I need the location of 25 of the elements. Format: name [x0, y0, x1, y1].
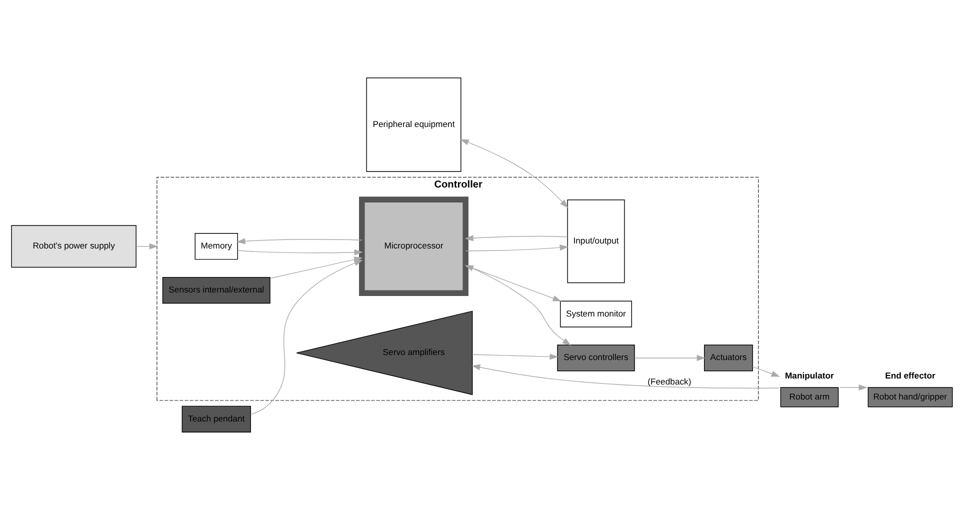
arrow — [472, 364, 780, 388]
node-box: System monitor — [560, 300, 632, 327]
arrow — [236, 238, 362, 244]
arrow — [472, 353, 558, 360]
node-box: Robot's power supply — [11, 224, 136, 268]
arrow — [634, 354, 706, 360]
node-box: Actuators — [704, 344, 753, 371]
arrow — [840, 384, 868, 390]
arrow — [465, 244, 568, 251]
node-box: Teach pendant — [182, 405, 251, 432]
node-box: Peripheral equipment — [366, 77, 462, 172]
node-box: Servo controllers — [557, 344, 635, 371]
arrow — [136, 242, 158, 249]
node-label: Manipulator — [784, 370, 834, 380]
node-label: End effector — [885, 370, 936, 380]
edge-label: (Feedback) — [648, 376, 692, 386]
node-box: Sensors internal/external — [162, 276, 270, 304]
arrow — [464, 234, 568, 241]
arrow — [752, 366, 780, 376]
node-box: Input/output — [567, 199, 625, 283]
node-box: Microprocessor — [359, 196, 468, 296]
arrow — [237, 248, 363, 255]
arrow — [250, 259, 363, 414]
node-box: Memory — [194, 232, 238, 260]
arrow — [460, 138, 568, 208]
